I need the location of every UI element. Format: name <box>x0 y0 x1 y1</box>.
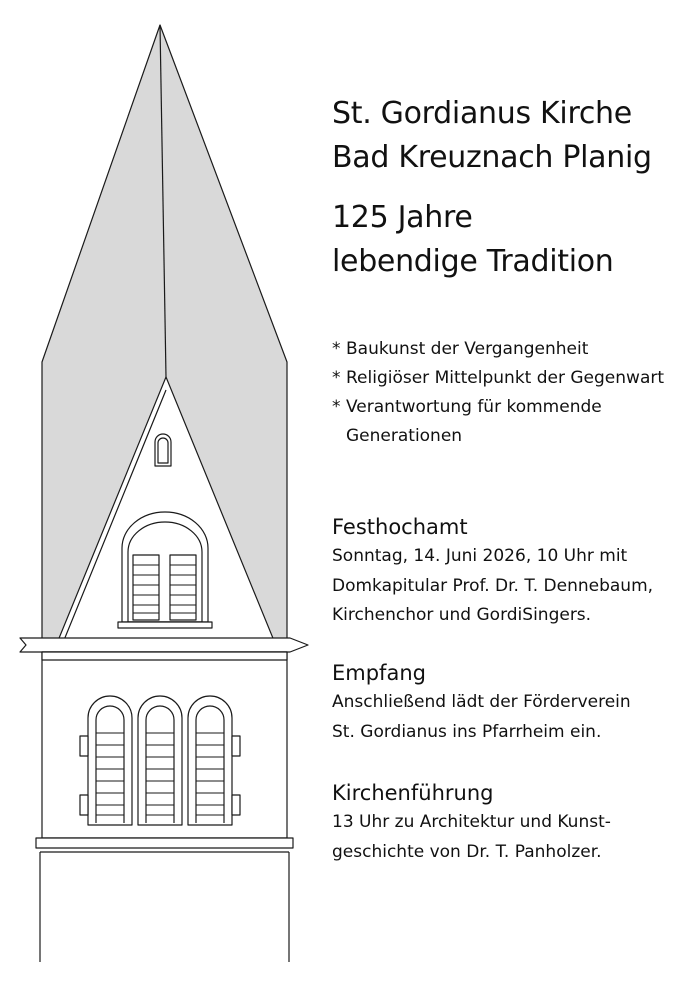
section-heading: Festhochamt <box>332 515 468 539</box>
page-subtitle: 125 Jahre lebendige Tradition <box>332 196 614 284</box>
section-line: St. Gordianus ins Pfarrheim ein. <box>332 721 602 742</box>
tower-frieze <box>41 651 288 661</box>
section-line: Sonntag, 14. Juni 2026, 10 Uhr mit <box>332 546 628 566</box>
section-line: Kirchenchor und GordiSingers. <box>332 605 592 625</box>
section-kirchenfuehrung: Kirchenführung 13 Uhr zu Architektur und… <box>332 778 611 867</box>
gable-rose-window <box>117 511 213 629</box>
bullet-list: *Baukunst der Vergangenheit *Religiöser … <box>332 335 664 451</box>
gable-cornice <box>19 637 309 653</box>
title-line-1: St. Gordianus Kirche <box>332 96 632 131</box>
section-empfang: Empfang Anschließend lädt der Fördervere… <box>332 658 631 747</box>
subtitle-line-1: 125 Jahre <box>332 200 473 235</box>
section-line: Domkapitular Prof. Dr. T. Dennebaum, <box>332 575 654 596</box>
section-line: geschichte von Dr. T. Panholzer. <box>332 841 602 862</box>
bullet-item-continuation: Generationen <box>346 426 463 446</box>
subtitle-line-2: lebendige Tradition <box>332 244 614 279</box>
belfry-triple-window <box>79 695 241 826</box>
bullet-item: *Baukunst der Vergangenheit <box>332 339 589 359</box>
gable-small-window <box>154 433 172 467</box>
tower-lower-cornice <box>35 837 294 849</box>
section-line: Anschließend lädt der Förderverein <box>332 692 631 712</box>
section-festhochamt: Festhochamt Sonntag, 14. Juni 2026, 10 U… <box>332 512 653 631</box>
bullet-item: *Religiöser Mittelpunkt der Gegenwart <box>332 368 665 388</box>
section-line: 13 Uhr zu Architektur und Kunst- <box>332 812 611 832</box>
bullet-item: *Verantwortung für kommende <box>332 397 602 417</box>
page-title: St. Gordianus Kirche Bad Kreuznach Plani… <box>332 92 652 180</box>
section-heading: Empfang <box>332 661 426 685</box>
church-tower-illustration <box>19 24 309 962</box>
spire-ridge <box>159 24 167 378</box>
section-heading: Kirchenführung <box>332 781 494 805</box>
title-line-2: Bad Kreuznach Planig <box>332 140 652 175</box>
